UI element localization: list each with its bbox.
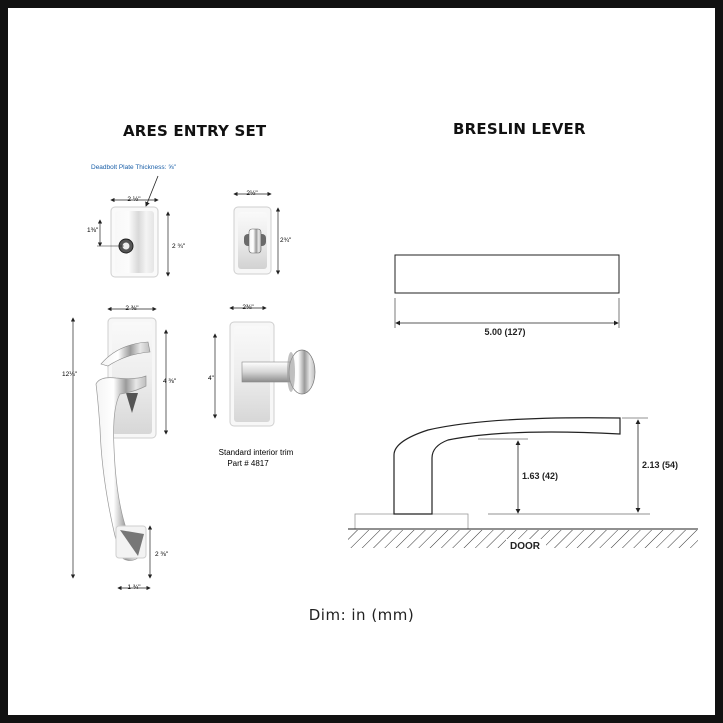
grip-plate-height-label: 4 ⅜": [163, 378, 177, 385]
thumbturn-interior: [233, 206, 272, 275]
lever-height-label: 2.13 (54): [642, 460, 678, 470]
thumbturn-width-label: 2½": [246, 189, 258, 197]
deadbolt-exterior: [110, 206, 159, 278]
deadbolt-thickness-note: Deadbolt Plate Thickness: ⅝": [91, 164, 177, 171]
interior-knob-trim: [229, 321, 316, 427]
grip-top-width-label: 2 ⅜": [125, 305, 139, 312]
technical-drawing: 2 ½" 2 ¾" 1⅜" Deadbolt Plate Thickness: …: [62, 164, 698, 591]
knob-height-label: 4": [208, 375, 215, 382]
breslin-title: BRESLIN LEVER: [453, 120, 586, 138]
door-label: DOOR: [510, 541, 541, 552]
handleset-grip: [95, 317, 157, 561]
deadbolt-height-label: 2 ¾": [172, 243, 186, 250]
deadbolt-offset-label: 1⅜": [87, 227, 99, 234]
lever-projection-label: 1.63 (42): [522, 471, 558, 481]
lever-side-view: [354, 417, 621, 530]
grip-bottom-width-label: 1 ¾": [127, 584, 141, 591]
diagram-canvas: ARES ENTRY SET BRESLIN LEVER: [8, 8, 715, 715]
units-footer: Dim: in (mm): [308, 606, 415, 624]
grip-bottom-height-label: 2 ⅜": [155, 551, 169, 558]
trim-note-line2: Part # 4817: [227, 459, 269, 468]
lever-top-view: [394, 254, 620, 294]
grip-total-height-label: 12¼": [62, 371, 78, 378]
knob-width-label: 2⅜": [242, 304, 254, 311]
trim-note-line1: Standard interior trim: [219, 448, 294, 457]
thumbturn-height-label: 2¾": [280, 237, 292, 244]
lever-length-label: 5.00 (127): [484, 327, 525, 337]
deadbolt-width-label: 2 ½": [127, 195, 141, 203]
ares-title: ARES ENTRY SET: [123, 122, 267, 140]
